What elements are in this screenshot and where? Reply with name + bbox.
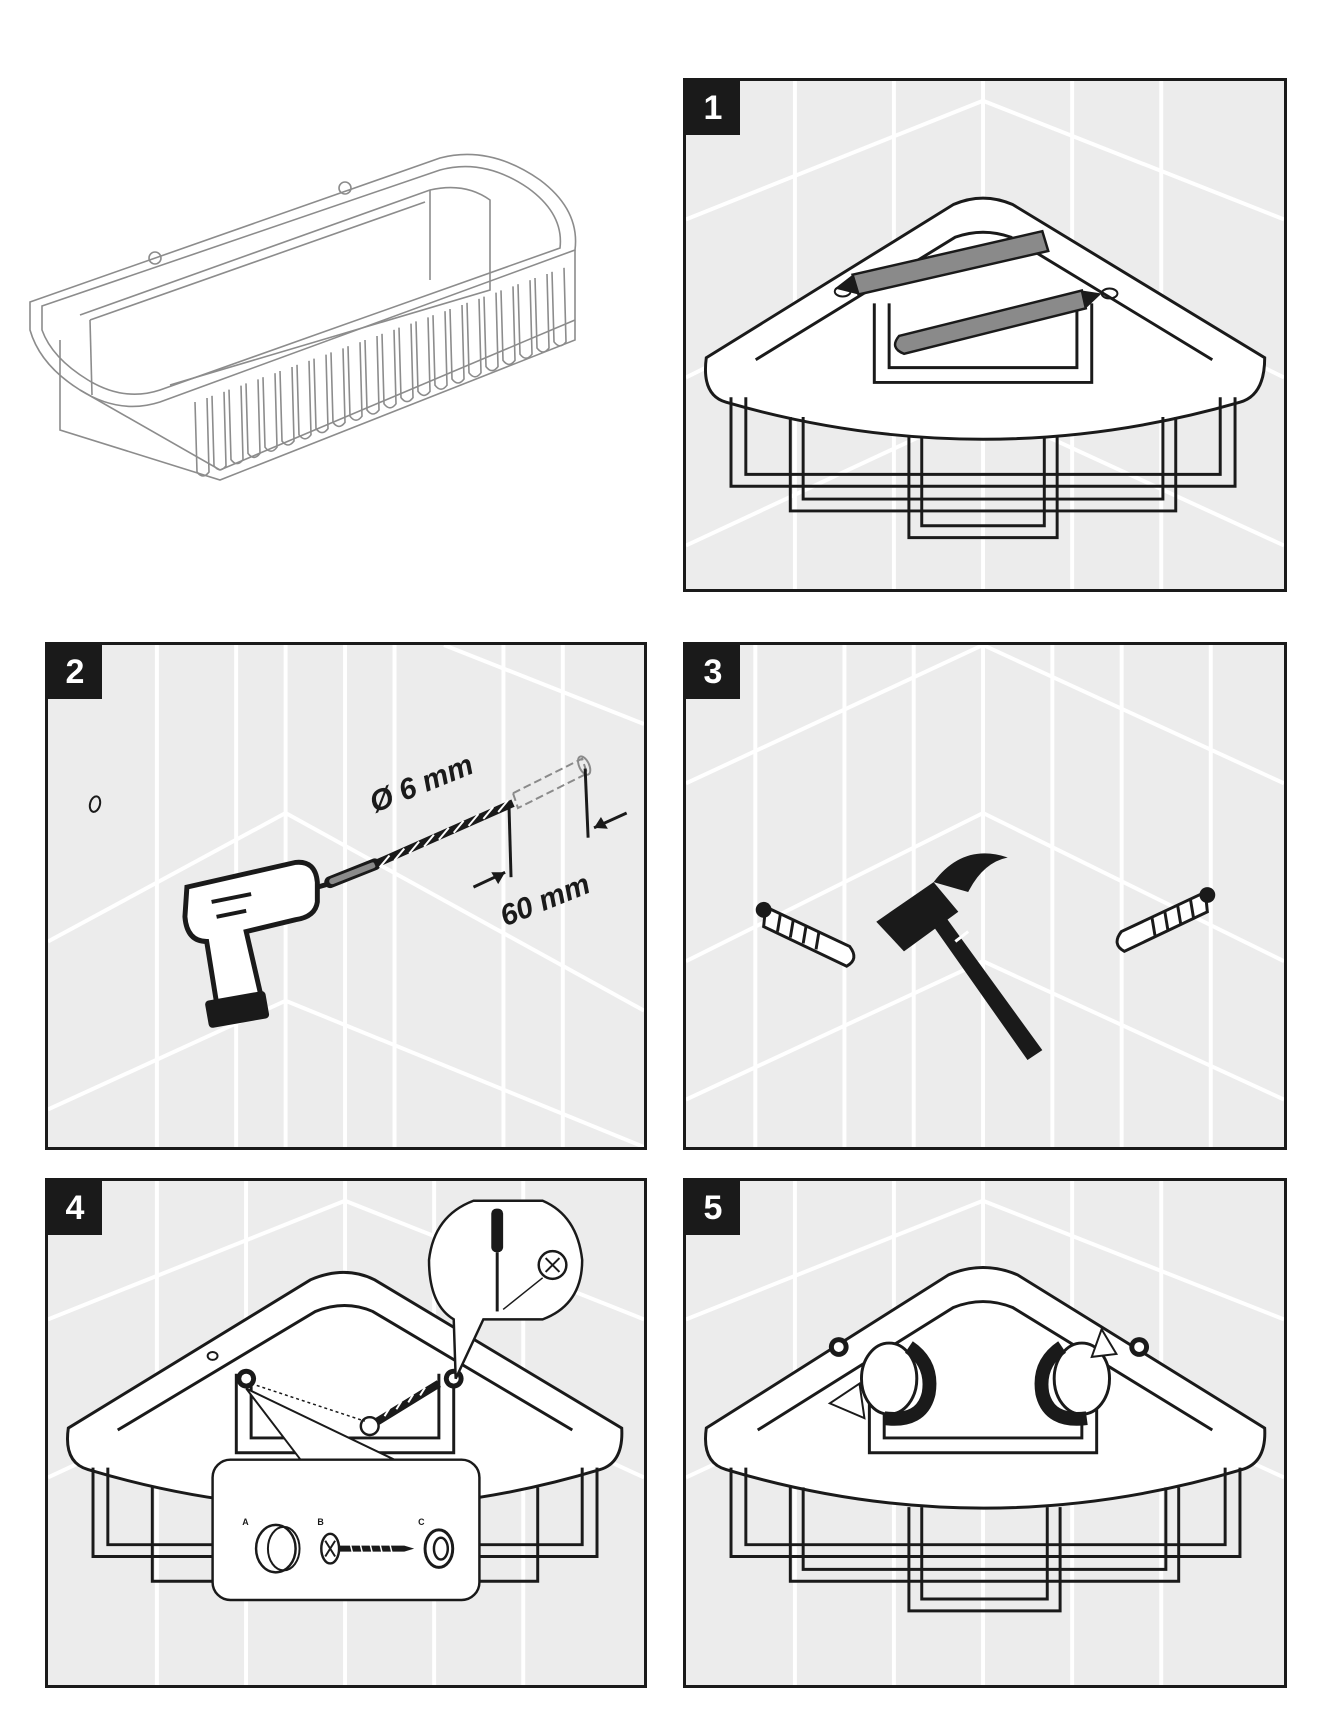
- rotating-cap-left: [827, 1337, 937, 1426]
- basket-wire: [398, 323, 414, 403]
- step-2-panel: 2 Ø 6 mm 60 mm: [45, 642, 647, 1150]
- part-c-label: C: [418, 1517, 425, 1527]
- pencil-marker-right: [893, 289, 1102, 356]
- drill-icon: [182, 859, 336, 1028]
- step-1-panel: 1: [683, 78, 1287, 592]
- step-number-badge: 3: [686, 645, 740, 699]
- step-number-badge: 4: [48, 1181, 102, 1235]
- basket-wire: [279, 366, 295, 446]
- step-5-panel: 5: [683, 1178, 1287, 1688]
- drilling-illustration: Ø 6 mm 60 mm: [88, 748, 628, 1028]
- screw-icon: [359, 1380, 441, 1437]
- step-number-badge: 1: [686, 81, 740, 135]
- basket-wire: [245, 379, 261, 459]
- basket-wire: [313, 354, 329, 434]
- step-4-panel: 4: [45, 1178, 647, 1688]
- basket-wire: [194, 397, 210, 477]
- basket-wire: [534, 273, 550, 353]
- screw-fixing-illustration: A B C: [66, 1199, 624, 1602]
- corner-basket-marking-illustration: [704, 196, 1267, 540]
- basket-wire: [517, 280, 533, 359]
- basket-wire: [432, 311, 448, 390]
- part-a-label: A: [242, 1517, 249, 1527]
- part-b-label: B: [317, 1517, 323, 1527]
- wall-anchor-right: [1115, 887, 1216, 954]
- rectangular-basket-illustration: [29, 153, 577, 481]
- basket-wire: [415, 317, 431, 397]
- rotating-cap-right: [1034, 1326, 1150, 1426]
- step-number-badge: 2: [48, 645, 102, 699]
- basket-wire: [262, 373, 278, 452]
- hole-depth-guide: [511, 757, 589, 810]
- step-3-panel: 3: [683, 642, 1287, 1150]
- tighten-caps-illustration: [704, 1266, 1267, 1613]
- part-b-screw: B: [317, 1517, 415, 1565]
- product-preview: [20, 140, 640, 530]
- basket-wire: [296, 360, 312, 440]
- basket-wire: [347, 342, 363, 421]
- insert-anchors-illustration: [755, 853, 1216, 1061]
- screwdriver-callout: [427, 1199, 584, 1380]
- drill-hole-mark: [88, 795, 102, 813]
- basket-wire: [211, 391, 227, 471]
- basket-wire: [551, 267, 567, 347]
- hammer-icon: [876, 853, 1043, 1061]
- drill-diameter-label: Ø 6 mm: [365, 748, 478, 819]
- step-number-badge: 5: [686, 1181, 740, 1235]
- basket-wire: [381, 329, 397, 409]
- basket-wire: [483, 292, 499, 372]
- basket-wire: [228, 385, 244, 465]
- basket-wire: [466, 298, 482, 378]
- basket-wire: [330, 348, 346, 428]
- keyhole-left: [833, 285, 852, 298]
- pencil-marker-left: [834, 229, 1050, 296]
- parts-callout: A B C: [211, 1458, 481, 1602]
- basket-wire: [449, 304, 465, 384]
- part-c-washer: C: [418, 1517, 455, 1569]
- basket-wire: [364, 335, 380, 415]
- drill-bit: [324, 799, 515, 889]
- basket-wire: [500, 286, 516, 366]
- part-a-cap: A: [242, 1517, 301, 1574]
- wall-anchor-left: [755, 901, 856, 968]
- keyhole-right: [1100, 287, 1119, 300]
